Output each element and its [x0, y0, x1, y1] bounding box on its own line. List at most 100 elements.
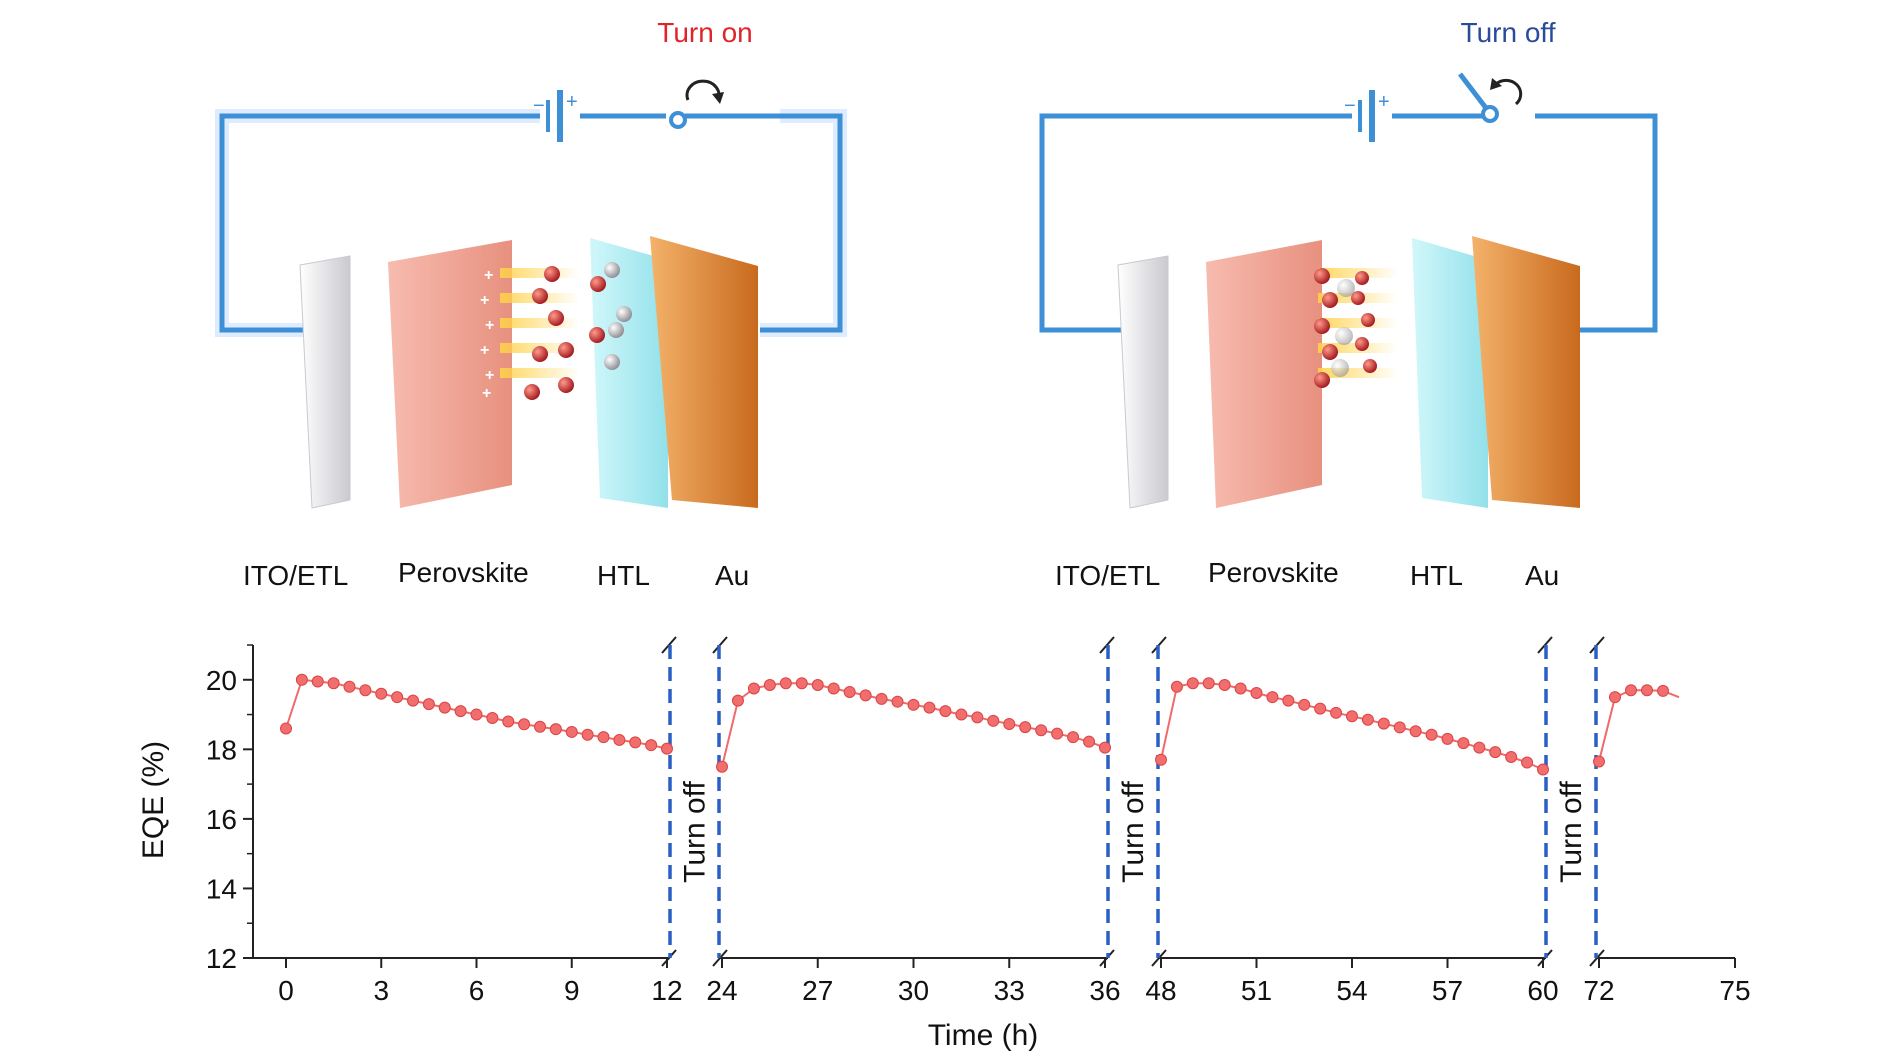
- data-point: [1083, 735, 1096, 748]
- data-point: [1393, 721, 1406, 734]
- layer-au: [650, 236, 758, 508]
- data-point: [731, 694, 744, 707]
- data-point: [1409, 725, 1422, 738]
- data-point: [1657, 684, 1669, 697]
- x-tick-label: 9: [564, 975, 580, 1006]
- x-tick-label: 33: [994, 975, 1025, 1006]
- data-point: [763, 678, 776, 691]
- data-point: [1067, 731, 1080, 744]
- turn-off-annotation: Turn off: [1555, 780, 1588, 882]
- data-point: [1266, 691, 1279, 704]
- turn-on-title: Turn on: [657, 17, 752, 48]
- data-point: [534, 720, 546, 733]
- label-ito-etl: ITO/ETL: [243, 560, 348, 591]
- electron-icon: [589, 327, 605, 343]
- data-point: [280, 722, 292, 735]
- data-point: [779, 677, 792, 690]
- rotate-arrow-icon: [685, 79, 721, 101]
- hole-icon: [608, 322, 624, 338]
- data-point: [891, 695, 904, 708]
- data-point: [1346, 710, 1358, 723]
- data-point: [343, 680, 356, 693]
- data-point: [811, 678, 824, 691]
- battery-minus: −: [1344, 95, 1356, 117]
- data-point: [1035, 724, 1048, 737]
- svg-text:+: +: [482, 385, 491, 402]
- data-point: [923, 701, 936, 714]
- data-point: [939, 705, 952, 718]
- data-point: [1377, 717, 1390, 730]
- data-point: [907, 698, 920, 711]
- data-point: [518, 718, 531, 731]
- data-point: [581, 728, 594, 741]
- data-point: [629, 736, 642, 749]
- electron-icon: [1363, 359, 1377, 373]
- svg-text:+: +: [480, 292, 489, 309]
- electron-icon: [532, 288, 548, 304]
- data-point: [987, 714, 1000, 727]
- data-point: [1521, 756, 1534, 769]
- layer-ito-etl: [299, 255, 351, 509]
- layer-htl: [590, 238, 668, 508]
- series-line: [1160, 682, 1544, 771]
- y-tick-label: 20: [206, 665, 237, 696]
- carriers-turn-off: [1314, 268, 1398, 388]
- battery-plus: +: [566, 91, 578, 113]
- svg-text:+: +: [480, 342, 489, 359]
- x-tick-label: 6: [469, 975, 485, 1006]
- data-point: [1609, 691, 1621, 704]
- x-tick-label: 36: [1089, 975, 1120, 1006]
- label-ito-etl: ITO/ETL: [1055, 560, 1160, 591]
- hole-icon: [604, 262, 620, 278]
- data-point: [971, 711, 984, 724]
- data-point: [1218, 678, 1231, 691]
- data-point: [391, 691, 404, 704]
- data-point: [502, 715, 515, 728]
- electron-icon: [1322, 344, 1338, 360]
- data-point: [1641, 684, 1653, 697]
- y-tick-label: 18: [206, 734, 237, 765]
- rotate-arrow-head: [1490, 78, 1502, 90]
- electron-icon: [558, 342, 574, 358]
- data-point: [1457, 737, 1470, 750]
- turn-off-annotation: Turn off: [679, 780, 712, 882]
- layer-perovskite: [388, 240, 512, 508]
- data-point: [311, 675, 324, 688]
- x-tick-label: 51: [1241, 975, 1272, 1006]
- data-point: [486, 712, 499, 725]
- data-point: [1298, 698, 1311, 711]
- data-point: [1202, 677, 1215, 690]
- hole-icon: [616, 306, 632, 322]
- x-tick-label: 24: [706, 975, 737, 1006]
- data-point: [375, 687, 388, 700]
- electron-icon: [1355, 271, 1369, 285]
- electron-icon: [524, 384, 540, 400]
- data-point: [1314, 702, 1327, 715]
- hole-icon: [1331, 359, 1349, 377]
- x-axis-label: Time (h): [928, 1019, 1039, 1052]
- data-point: [875, 692, 888, 705]
- data-point: [295, 673, 308, 686]
- label-au: Au: [1525, 560, 1559, 591]
- x-tick-label: 72: [1583, 975, 1614, 1006]
- x-tick-label: 57: [1432, 975, 1463, 1006]
- data-point: [1282, 694, 1295, 707]
- layer-au: [1472, 236, 1580, 508]
- data-point: [645, 739, 658, 752]
- label-htl: HTL: [1410, 560, 1463, 591]
- label-perovskite: Perovskite: [1208, 557, 1339, 588]
- data-point: [1537, 763, 1549, 776]
- layer-ito-etl: [1117, 255, 1169, 509]
- hole-icon: [1337, 279, 1355, 297]
- circuit-wire: [1039, 113, 1658, 333]
- data-point: [955, 708, 968, 721]
- label-perovskite: Perovskite: [398, 557, 529, 588]
- electron-icon: [1314, 318, 1330, 334]
- switch-icon: [669, 111, 780, 129]
- plot-frame: [252, 636, 1735, 967]
- svg-text:+: +: [484, 267, 493, 284]
- electron-icon: [1361, 313, 1375, 327]
